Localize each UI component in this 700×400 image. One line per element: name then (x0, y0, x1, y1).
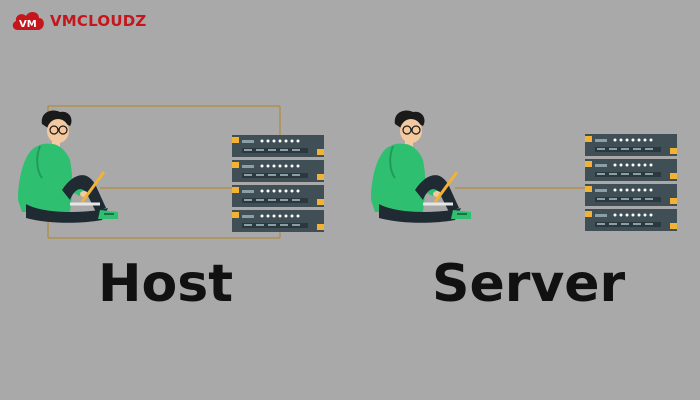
host-person (16, 109, 120, 225)
host-connector (47, 105, 281, 239)
brand-name: VMCLOUDZ (50, 12, 147, 30)
brand-logo: VM VMCLOUDZ (10, 8, 146, 34)
vm-cloud-icon: VM (12, 12, 44, 30)
svg-text:VM: VM (19, 19, 37, 30)
host-server-rack (232, 135, 324, 232)
server-label: Server (432, 254, 626, 314)
host-label: Host (98, 254, 234, 314)
server-person (369, 109, 473, 225)
server-server-rack (585, 134, 677, 231)
